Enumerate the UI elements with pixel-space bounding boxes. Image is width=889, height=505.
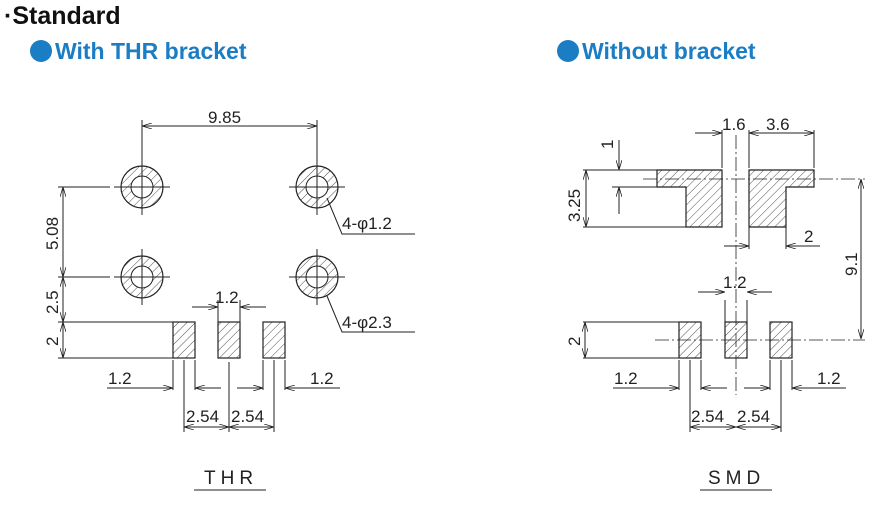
heading-label: Without bracket <box>582 38 756 64</box>
dim-9-85: 9.85 <box>208 108 241 127</box>
dim-pitch-1: 2.54 <box>186 407 219 426</box>
dim-pad-height: 2 <box>565 337 584 346</box>
dim-5-08: 5.08 <box>43 217 62 250</box>
pads <box>172 321 286 359</box>
dimension-lines <box>58 120 415 432</box>
caption-smd: SMD <box>708 468 765 489</box>
bracket-right <box>748 169 815 228</box>
heading-label: With THR bracket <box>55 38 247 64</box>
dim-3-25: 3.25 <box>565 189 584 222</box>
dim-1: 1 <box>598 140 617 149</box>
dimension-lines <box>583 130 861 432</box>
dim-2: 2 <box>43 337 62 346</box>
section-title: ·Standard <box>4 2 121 30</box>
thr-drawing: 9.85 5.08 2.5 2 1.2 4-φ1.2 4-φ2.3 1.2 1.… <box>43 108 415 491</box>
mounting-holes <box>114 159 345 305</box>
bracket-left <box>656 169 723 228</box>
dim-leg-2: 2 <box>804 227 813 246</box>
dim-pad-width: 1.2 <box>723 273 747 292</box>
dim-left-1-2: 1.2 <box>108 369 132 388</box>
dim-right-1-2: 1.2 <box>817 369 841 388</box>
dim-pitch-2: 2.54 <box>231 407 264 426</box>
bullet-icon <box>30 40 52 62</box>
bullet-icon <box>557 40 579 62</box>
dim-pitch-1: 2.54 <box>691 407 724 426</box>
smd-drawing: 1.6 3.6 1 3.25 2 9.1 1.2 2 1.2 1.2 2.54 … <box>565 115 865 491</box>
dim-2-5: 2.5 <box>43 290 62 314</box>
dim-left-1-2: 1.2 <box>614 369 638 388</box>
dim-pitch-2: 2.54 <box>737 407 770 426</box>
dim-pad-width: 1.2 <box>215 288 239 307</box>
label-hole-diameter: 4-φ1.2 <box>342 214 392 233</box>
dim-right-1-2: 1.2 <box>310 369 334 388</box>
caption-thr: THR <box>204 468 258 489</box>
dim-1-6: 1.6 <box>722 115 746 134</box>
heading-without-bracket: Without bracket <box>557 38 756 65</box>
heading-with-thr-bracket: With THR bracket <box>30 38 246 65</box>
dim-9-1: 9.1 <box>842 252 861 276</box>
label-ring-diameter: 4-φ2.3 <box>342 313 392 332</box>
dim-3-6: 3.6 <box>766 115 790 134</box>
